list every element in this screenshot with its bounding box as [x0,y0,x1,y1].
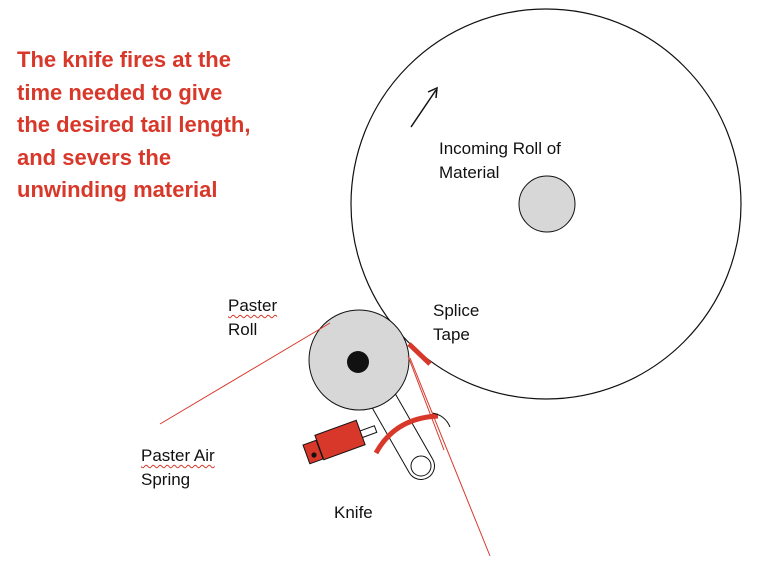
headline-line-5: unwinding material [17,177,218,202]
rotation-arrow-icon [410,89,437,128]
paster-air-spring-label-line-2: Spring [141,470,191,489]
paster-air-spring [314,419,366,461]
web-line-knife [409,357,491,557]
incoming-roll-label: Incoming Roll of Material [439,137,561,185]
knife-blade [373,413,439,455]
splice-tape-label-line-2: Tape [433,325,470,344]
headline-line-1: The knife fires at the [17,47,231,72]
air-spring-cap [302,439,324,465]
web-line-roll [407,355,445,451]
splice-tape-label: Splice Tape [433,299,479,347]
incoming-roll-label-line-1: Incoming Roll of [439,139,561,158]
splice-tape [407,342,432,366]
paster-air-spring-label-line-1: Paster Air [141,446,215,465]
headline-line-3: the desired tail length, [17,112,251,137]
paster-roll-label-line-1: Paster [228,296,278,315]
knife-label-text: Knife [334,503,373,522]
paster-air-spring-label: Paster Air Spring [141,444,215,492]
air-spring-port [311,452,317,458]
knife-tip [431,412,451,428]
knife-label: Knife [334,501,373,525]
splice-tape-label-line-1: Splice [433,301,480,320]
incoming-roll-core [518,175,576,233]
paster-roll-label: Paster Roll [228,294,277,342]
paster-roll-label-line-2: Roll [228,320,258,339]
headline-text: The knife fires at the time needed to gi… [17,44,337,207]
paster-roll-hub [347,351,369,373]
incoming-roll-label-line-2: Material [439,163,500,182]
web-line-left [159,322,331,425]
headline-line-4: and severs the [17,144,172,170]
knife-pivot [410,455,432,477]
rotation-arrowhead [427,86,438,99]
headline-line-2: time needed to give [17,79,223,105]
